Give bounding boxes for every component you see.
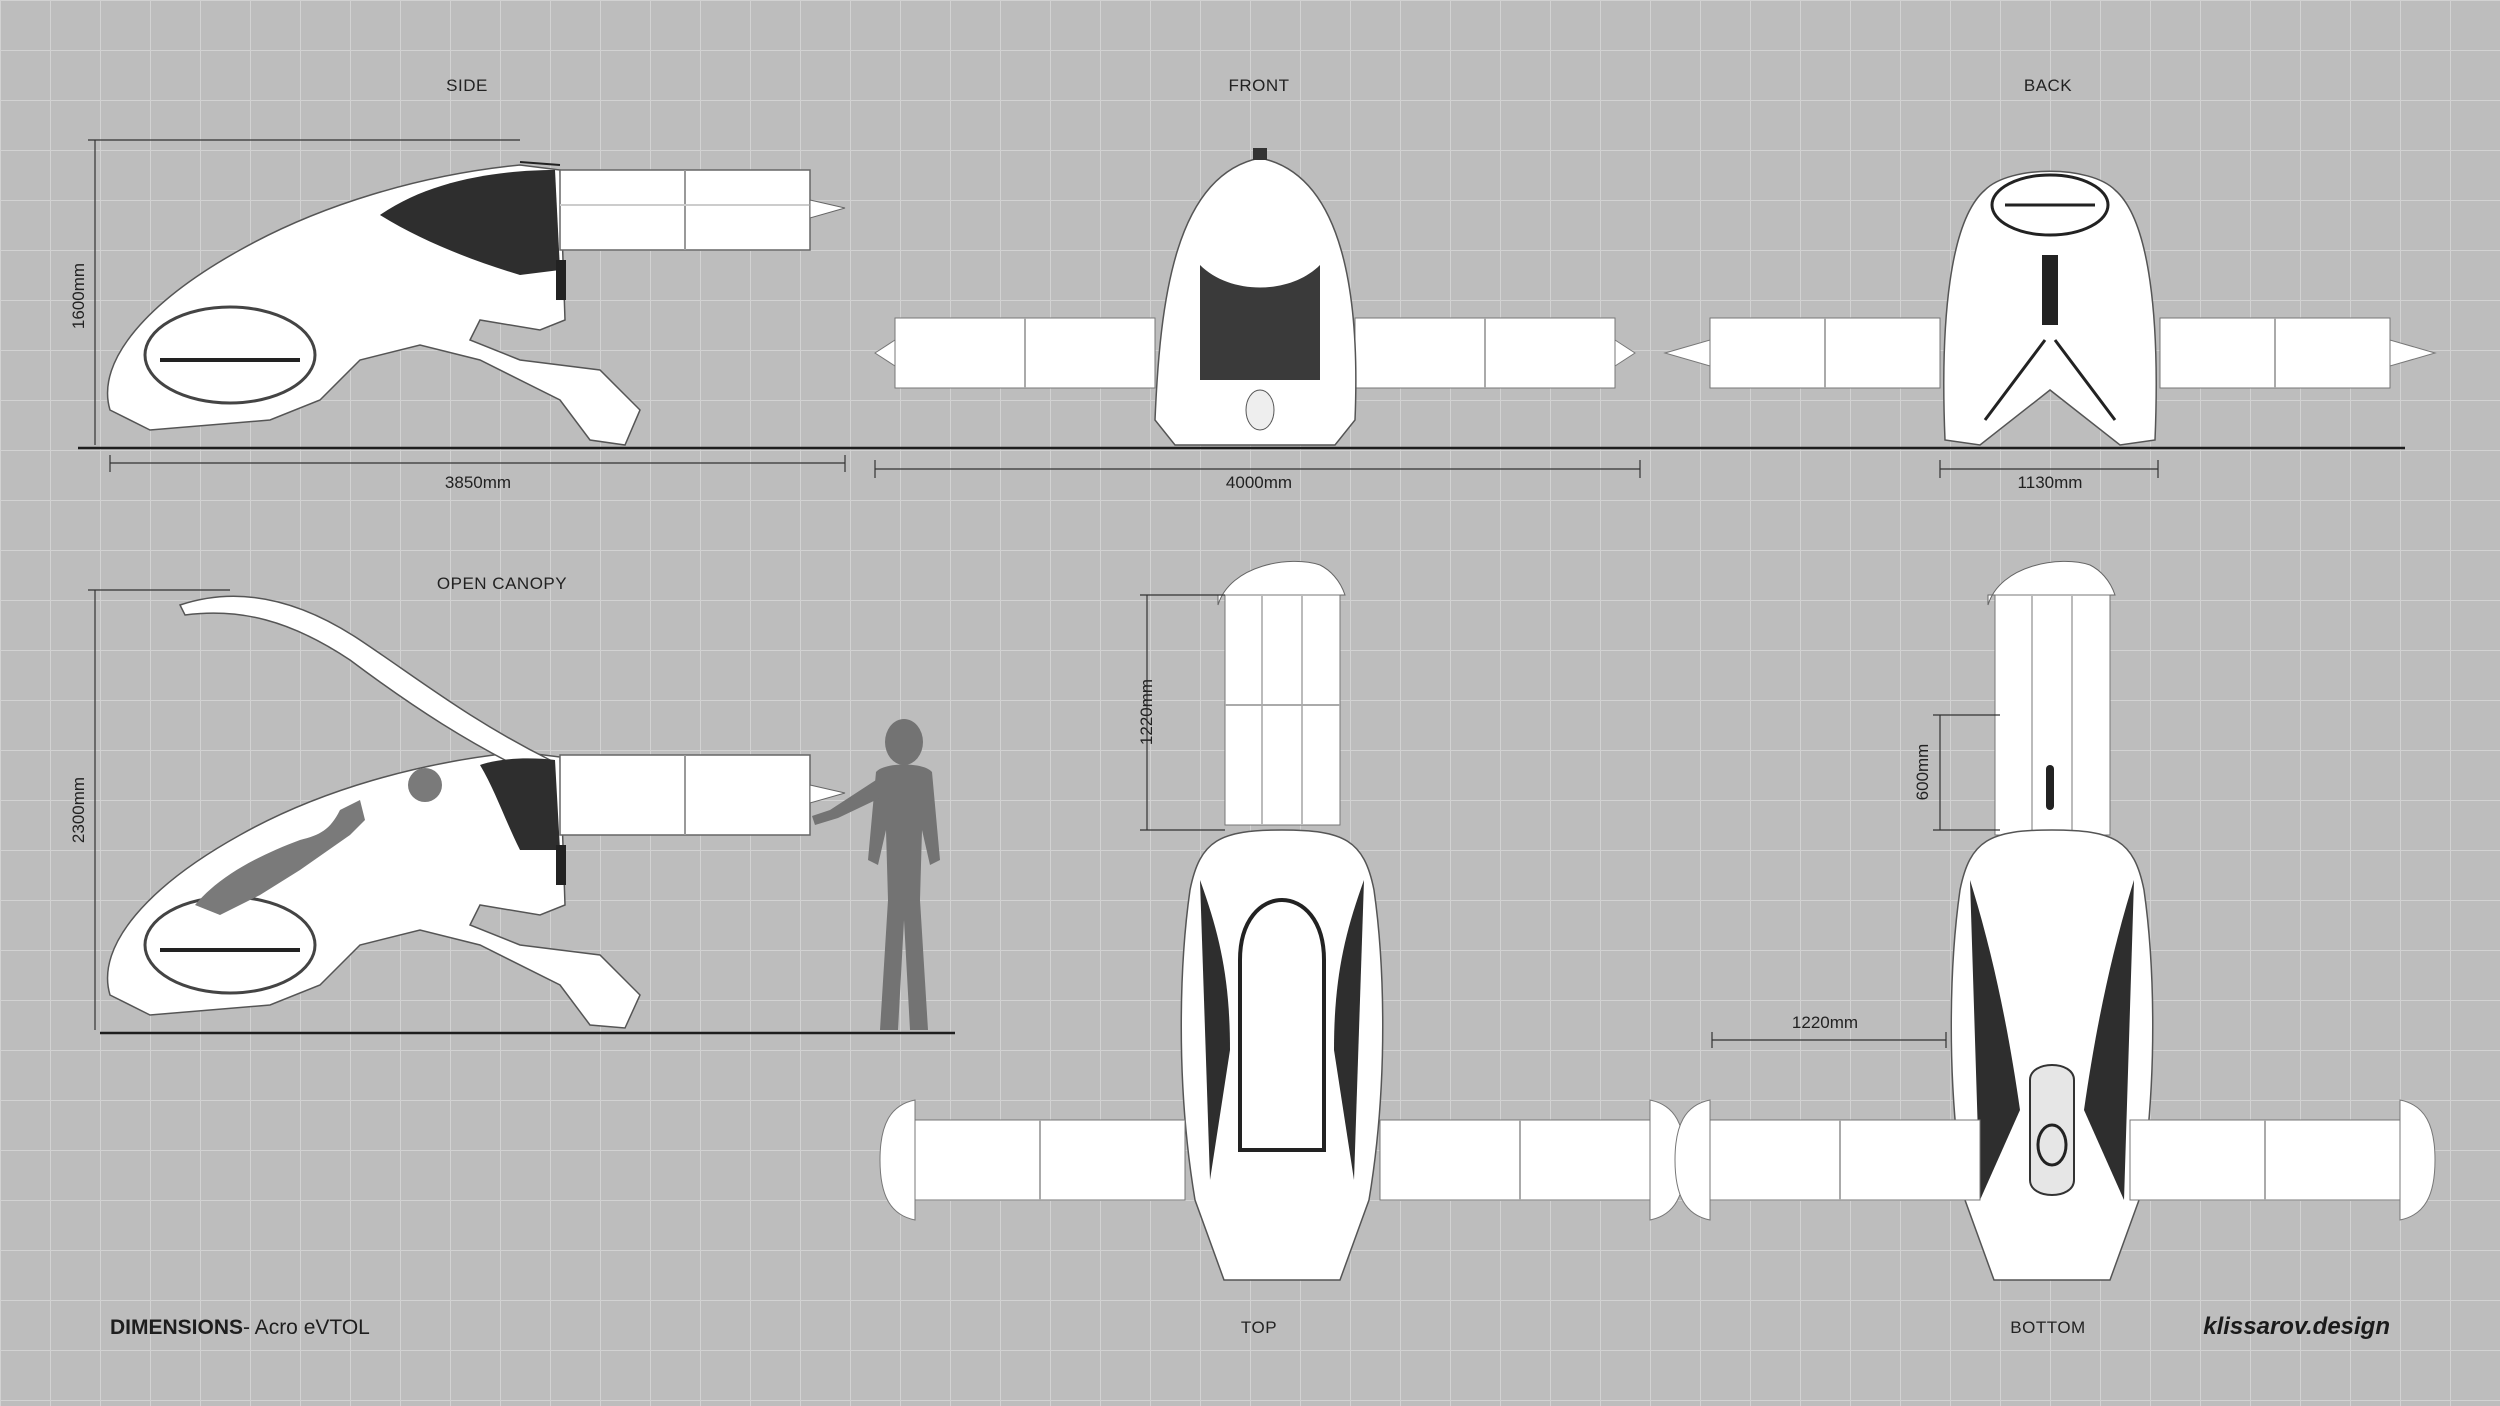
footer-title: DIMENSIONS- Acro eVTOL: [110, 1316, 370, 1340]
back-view: [1663, 170, 2437, 446]
open-canopy-view: [100, 595, 955, 1035]
dim-front-span: 4000mm: [1225, 473, 1293, 492]
front-dim-lines: [874, 460, 1641, 478]
human-silhouette: [812, 719, 940, 1030]
footer-title-bold: DIMENSIONS: [110, 1316, 244, 1339]
bottom-view: [1674, 560, 2436, 1281]
label-side-view: SIDE: [446, 76, 488, 95]
label-top-view: TOP: [1240, 1318, 1278, 1337]
dim-bottom-rotor-length: 1220mm: [1791, 1013, 1859, 1032]
label-back-view: BACK: [2023, 76, 2073, 95]
canopy-dim-lines: [88, 589, 230, 1030]
side-view: [106, 161, 846, 446]
dim-top-rotor-length: 1220mm: [1137, 678, 1156, 746]
back-dim-lines: [1939, 460, 2159, 478]
footer-title-rest: - Acro eVTOL: [243, 1316, 370, 1339]
label-front-view: FRONT: [1228, 76, 1290, 95]
dim-back-width: 1130mm: [2017, 473, 2083, 492]
dim-bottom-offset: 600mm: [1913, 743, 1932, 801]
brand-signature: klissarov.design: [2203, 1313, 2390, 1340]
dim-canopy-height: 2300mm: [69, 776, 88, 844]
label-open-canopy-view: OPEN CANOPY: [436, 574, 568, 593]
front-view: [874, 148, 1636, 446]
side-dim-lines: [88, 139, 846, 472]
bottom-dim-lines: [1711, 714, 2000, 1048]
top-view: [879, 560, 1686, 1281]
label-bottom-view: BOTTOM: [2010, 1318, 2086, 1337]
dim-side-height: 1600mm: [69, 262, 88, 330]
top-dim-lines: [1140, 594, 1225, 831]
dim-side-length: 3850mm: [444, 473, 512, 492]
